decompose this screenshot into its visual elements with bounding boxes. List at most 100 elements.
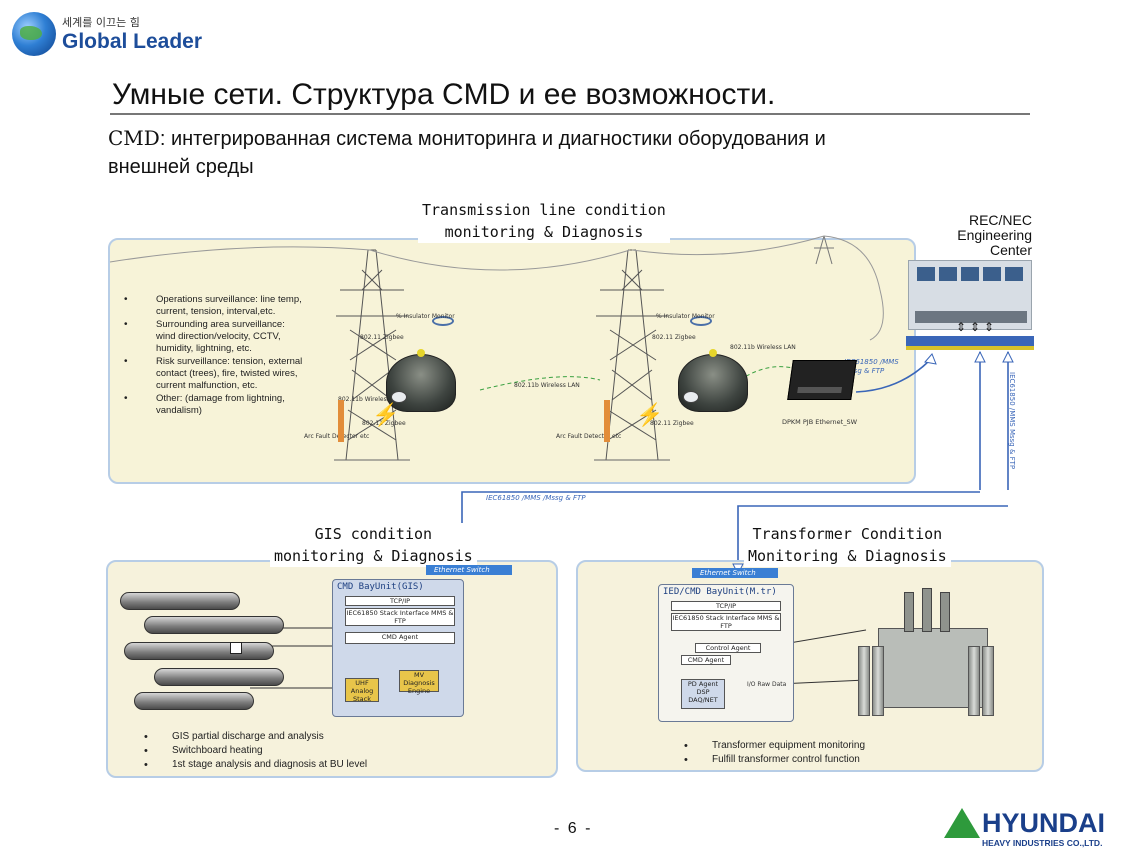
- insulator-label-2: % Insulator Monitor: [656, 313, 715, 320]
- device-label: DPKM PJB Ethernet_SW: [782, 418, 858, 426]
- hyundai-brand: HYUNDAI: [982, 808, 1106, 838]
- updown-arrow-icon: ⇕: [984, 320, 995, 334]
- globe-icon: [12, 12, 56, 56]
- iec-vertical-label: IEC61850 /MMS Mssg & FTP: [1008, 372, 1016, 470]
- transformer-pd-data-label: I/O Raw Data: [747, 681, 787, 688]
- list-item: Surrounding area surveillance: wind dire…: [120, 319, 304, 355]
- transformer-agent-box: CMD Agent: [681, 655, 731, 665]
- lightning-icon: ⚡: [372, 402, 400, 427]
- transmission-tower-3: [814, 235, 834, 265]
- control-room-image: [908, 260, 1032, 330]
- lightning-icon: ⚡: [636, 402, 664, 427]
- list-item: Operations surveillance: line temp, curr…: [120, 294, 304, 318]
- transformer-title: Transformer Condition Monitoring & Diagn…: [744, 523, 951, 567]
- transformer-equipment-image: [858, 588, 1008, 724]
- gis-bullets: GIS partial discharge and analysis Switc…: [144, 730, 484, 772]
- ethernet-bus: [906, 336, 1034, 346]
- dome-camera-icon: [386, 349, 456, 412]
- transformer-bullets: Transformer equipment monitoring Fulfill…: [684, 739, 1024, 767]
- transformer-title-line1: Transformer Condition: [752, 525, 943, 543]
- sensor-rod-icon: [338, 400, 344, 442]
- arc-label-2: Arc Fault Detector etc: [556, 433, 622, 440]
- transformer-iec-stack-box: IEC61850 Stack Interface MMS & FTP: [671, 613, 781, 631]
- transformer-link: [737, 505, 1008, 560]
- rec-nec-center-label: REC/NEC Engineering Center: [928, 213, 1032, 258]
- logo-name: Global Leader: [62, 30, 203, 53]
- gis-ethernet-switch: Ethernet Switch: [426, 565, 512, 575]
- logo-tagline: 세계를 이끄는 힘: [62, 16, 140, 29]
- rec-line2: Engineering: [957, 227, 1032, 243]
- transformer-bay-unit: IED/CMD BayUnit(M.tr) TCP/IP IEC61850 St…: [658, 584, 794, 722]
- page-subtitle: CMD: интегрированная система мониторинга…: [108, 124, 868, 181]
- insulator-monitor-icon: [690, 316, 712, 326]
- list-item: Switchboard heating: [144, 744, 484, 758]
- page-title: Умные сети. Структура CMD и ее возможнос…: [112, 78, 776, 111]
- wireless-link-1: [479, 376, 601, 391]
- list-item: Transformer equipment monitoring: [684, 739, 1024, 753]
- updown-arrow-icon: ⇕: [970, 320, 981, 334]
- monitor-icon: [961, 267, 979, 281]
- zigbee-label-1: 802.11 Zigbee: [360, 334, 404, 341]
- zigbee-label-4: 802.11 Zigbee: [650, 420, 694, 427]
- transformer-ethernet-switch: Ethernet Switch: [692, 568, 778, 578]
- iec-lower-label: IEC61850 /MMS /Mssg & FTP: [486, 494, 586, 502]
- gis-bay-unit: CMD BayUnit(GIS) TCP/IP IEC61850 Stack I…: [332, 579, 464, 717]
- gis-equipment-image: [114, 582, 294, 722]
- global-leader-logo: 세계를 이끄는 힘 Global Leader: [12, 12, 212, 58]
- transformer-control-box: Control Agent: [695, 643, 761, 653]
- sensor-icon: [230, 642, 242, 654]
- transformer-bay-title: IED/CMD BayUnit(M.tr): [663, 587, 777, 597]
- updown-arrow-icon: ⇕: [956, 320, 967, 334]
- list-item: GIS partial discharge and analysis: [144, 730, 484, 744]
- overhead-wire-3: [823, 235, 884, 341]
- monitor-icon: [939, 267, 957, 281]
- gis-title-line2: monitoring & Diagnosis: [274, 547, 473, 565]
- gis-title: GIS condition monitoring & Diagnosis: [270, 523, 477, 567]
- desk: [915, 311, 1027, 323]
- insulator-monitor-icon: [432, 316, 454, 326]
- overhead-wire-2: [631, 235, 825, 256]
- gis-agent-box: CMD Agent: [345, 632, 455, 644]
- monitor-icon: [983, 267, 1001, 281]
- transformer-tcpip-box: TCP/IP: [671, 601, 781, 611]
- monitor-icon: [917, 267, 935, 281]
- dome-camera-icon: [678, 349, 748, 412]
- transmission-title: Transmission line condition monitoring &…: [418, 199, 670, 243]
- transmission-tower-1: [336, 249, 408, 461]
- sensor-rod-icon: [604, 400, 610, 442]
- transmission-title-line2: monitoring & Diagnosis: [444, 223, 644, 241]
- wlan-label-1: 802.11b Wireless LAN: [730, 344, 796, 351]
- hyundai-logo: HYUNDAI HEAVY INDUSTRIES CO.,LTD.: [944, 806, 1124, 848]
- insulator-label-1: % Insulator Monitor: [396, 313, 455, 320]
- arrow-up-icon: [974, 350, 986, 363]
- gis-tcpip-box: TCP/IP: [345, 596, 455, 606]
- list-item: Risk surveillance: tension, external con…: [120, 356, 304, 392]
- subtitle-text: : интегрированная система мониторинга и …: [108, 128, 826, 178]
- arrow-up-icon: [1002, 350, 1014, 363]
- page-number: - 6 -: [554, 820, 593, 837]
- gis-mv-box: MV Diagnosis Engine: [399, 670, 439, 695]
- zigbee-label-3: 802.11 Zigbee: [362, 420, 406, 427]
- transmission-bullets: Operations surveillance: line temp, curr…: [120, 294, 304, 418]
- gis-title-line1: GIS condition: [314, 525, 433, 543]
- rec-line3: Center: [989, 242, 1032, 258]
- gis-uhf-box: UHF Analog Stack: [345, 678, 379, 703]
- wlan-label-2: 802.11b Wireless LAN: [514, 382, 580, 389]
- list-item: Fulfill transformer control function: [684, 753, 1024, 767]
- hyundai-brand-sub: HEAVY INDUSTRIES CO.,LTD.: [982, 838, 1103, 848]
- overhead-wire-0: [109, 246, 371, 263]
- rec-line1: REC/NEC: [968, 212, 1032, 228]
- iec-upper-label: IEC61850 /MMS Mssg & FTP: [844, 358, 899, 375]
- title-divider: [110, 113, 1030, 115]
- arrow-up-icon: [924, 353, 937, 365]
- arc-label-1: Arc Fault Detector etc: [304, 433, 370, 440]
- ethernet-bus-accent: [906, 346, 1034, 350]
- device-uplink: [855, 359, 931, 393]
- zigbee-label-2: 802.11 Zigbee: [652, 334, 696, 341]
- ethernet-switch-device: [787, 360, 857, 400]
- hyundai-triangle-icon: [944, 808, 980, 838]
- transformer-title-line2: Monitoring & Diagnosis: [748, 547, 947, 565]
- transformer-pd-box: PD Agent DSP DAQ/NET: [681, 679, 725, 709]
- list-item: Other: (damage from lightning, vandalism…: [120, 393, 304, 417]
